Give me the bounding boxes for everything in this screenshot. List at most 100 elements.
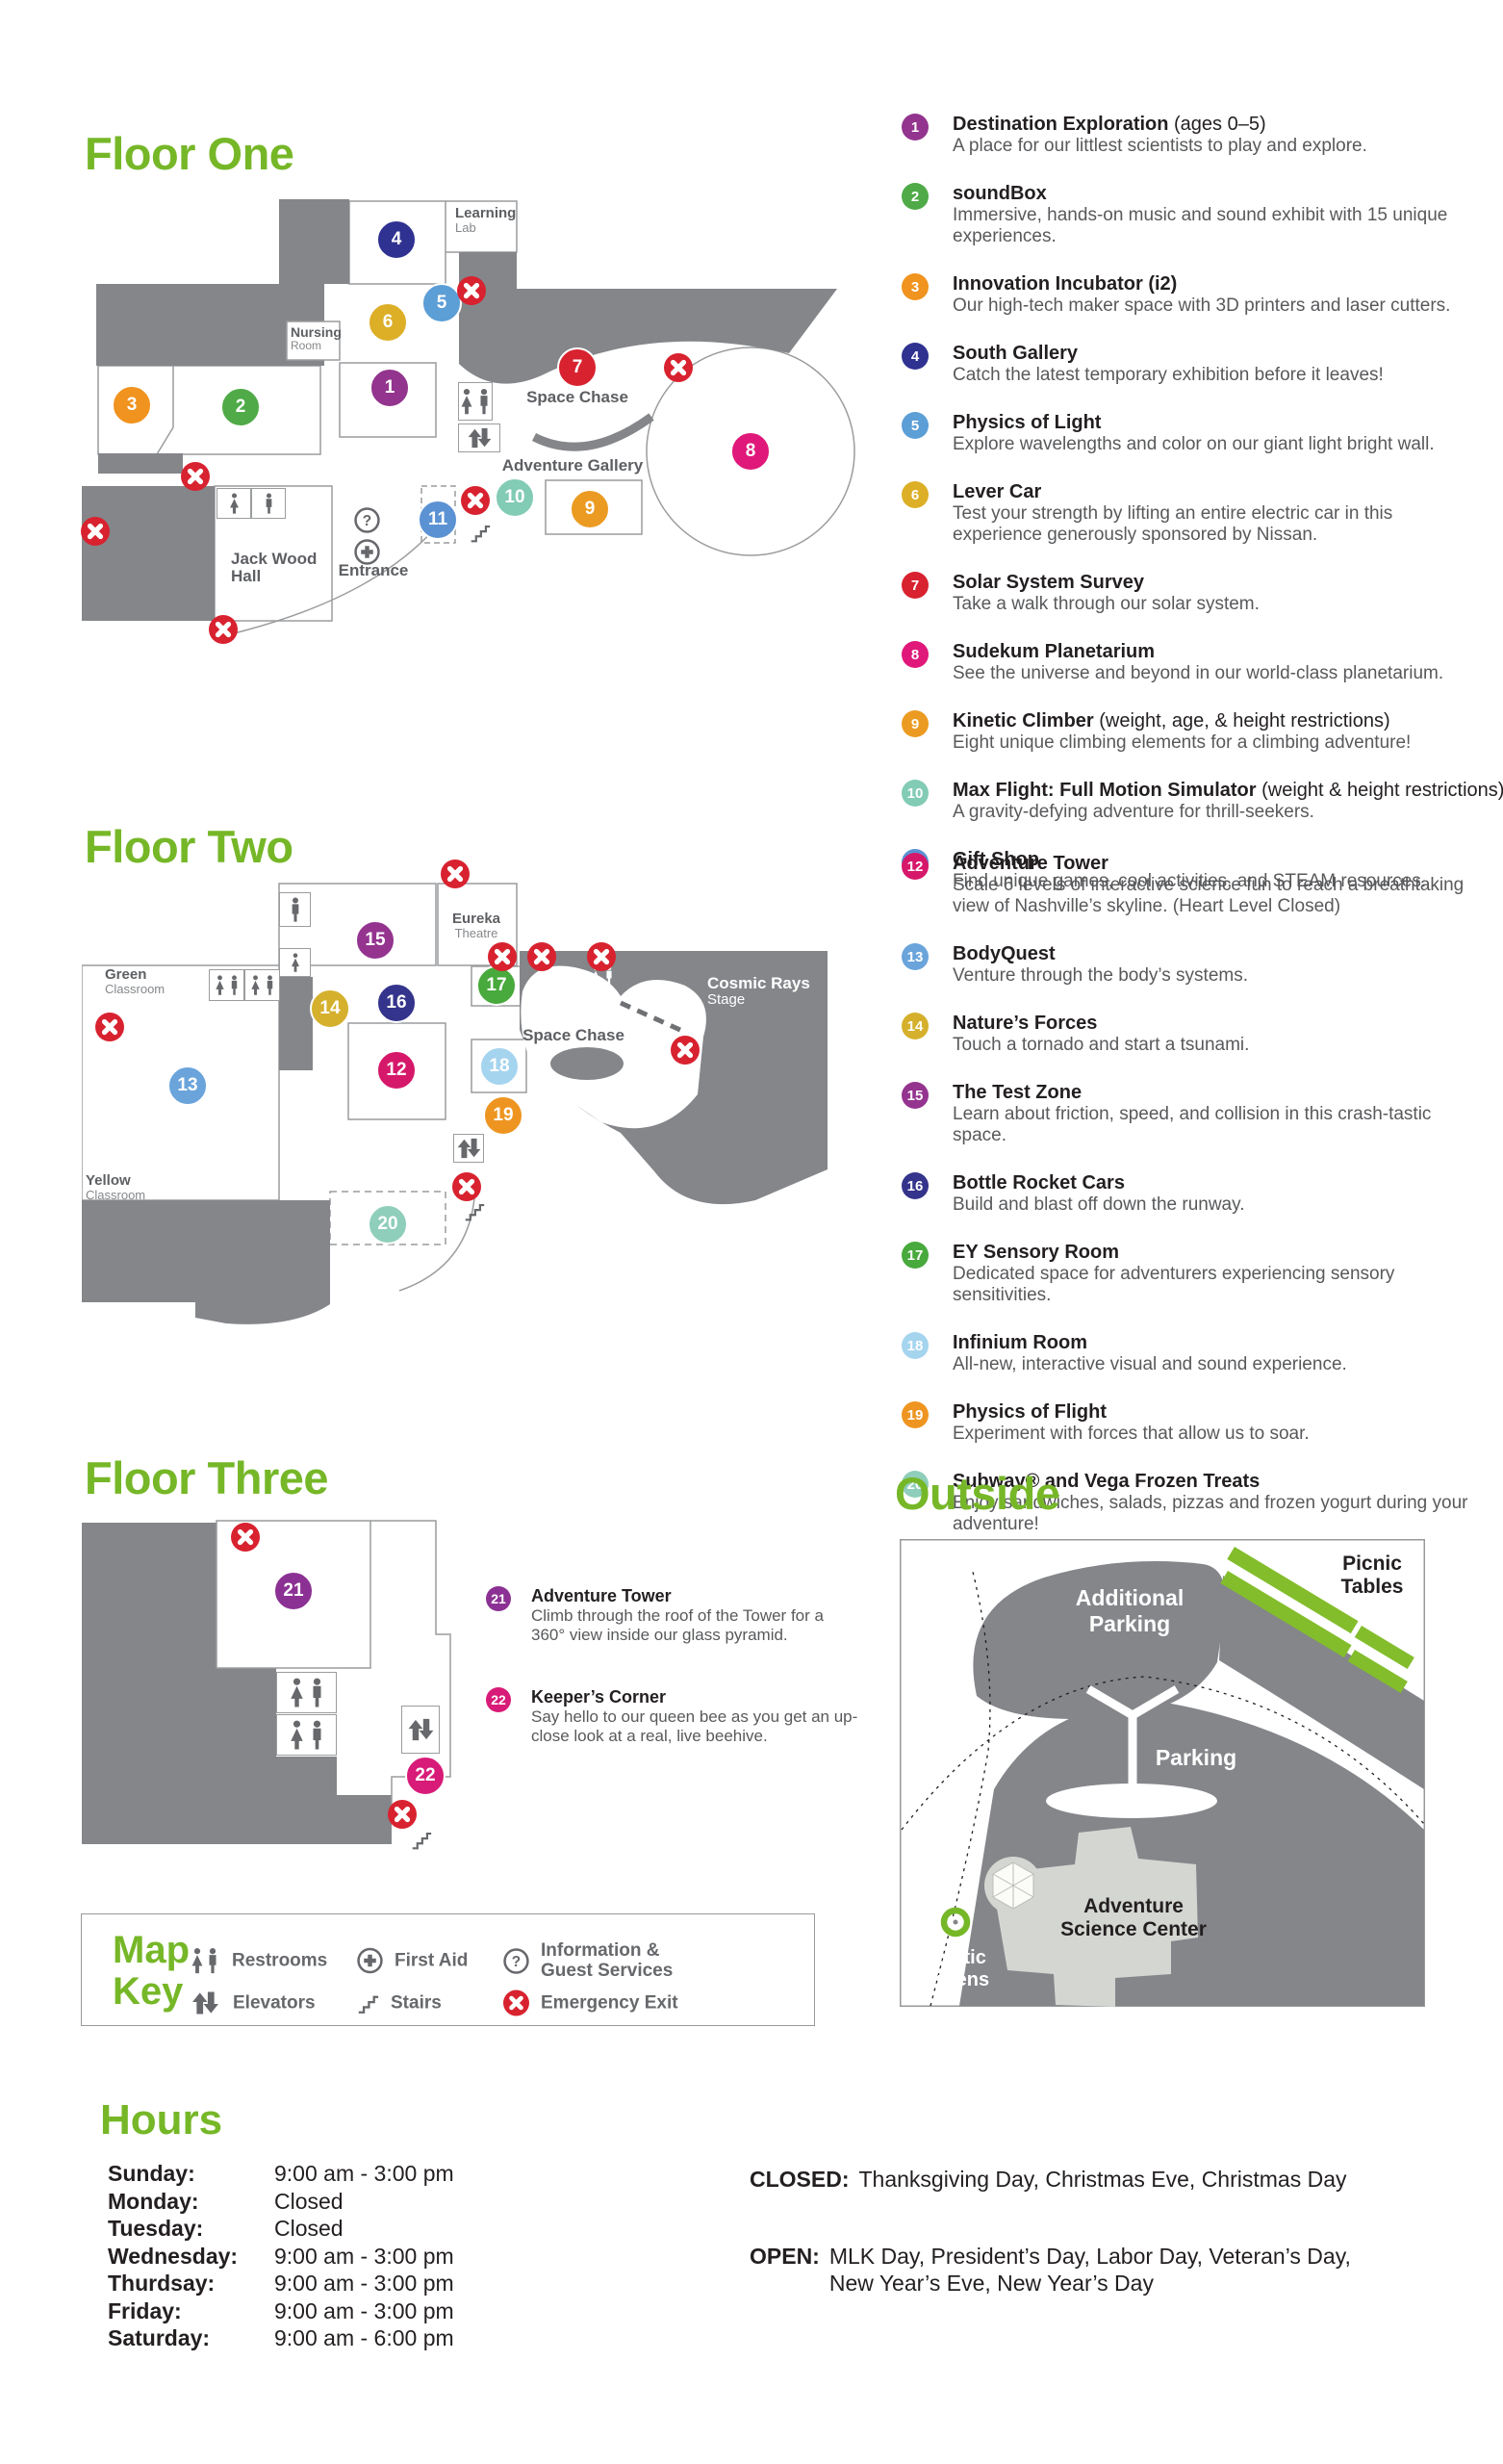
map-marker-3: 3 <box>112 385 152 425</box>
hours-title: Hours <box>100 2096 223 2143</box>
legend-title-15: The Test Zone <box>953 1082 1083 1103</box>
legend-marker-14: 14 <box>902 1013 929 1040</box>
legend-desc-13: Venture through the body’s systems. <box>953 965 1248 986</box>
legend-text-9: Kinetic Climber (weight, age, & height r… <box>953 710 1411 754</box>
first-aid-icon <box>357 1947 383 1974</box>
restroom-men-icon <box>279 892 311 927</box>
map-key-label: Stairs <box>391 1992 442 2014</box>
legend-marker-3: 3 <box>902 273 929 300</box>
science-center-label: Adventure Science Center <box>1060 1895 1207 1941</box>
legend-title-6: Lever Car <box>953 481 1042 502</box>
emergency-exit-icon <box>503 1989 529 2016</box>
legend-title-3: Innovation Incubator (i2) <box>953 273 1178 295</box>
legend-marker-6: 6 <box>902 481 929 508</box>
legend-marker-19: 19 <box>902 1401 929 1428</box>
restrooms-icon <box>276 1672 337 1713</box>
map-marker-4: 4 <box>376 219 417 260</box>
map-key-label: Restrooms <box>232 1950 328 1971</box>
emergency-exit-icon <box>671 1036 700 1065</box>
legend-title-7: Solar System Survey <box>953 572 1144 593</box>
restroom-men-icon <box>251 488 286 519</box>
legend-desc-15: Learn about friction, speed, and collisi… <box>953 1104 1432 1145</box>
legend-title-13: BodyQuest <box>953 943 1056 964</box>
legend-marker-18: 18 <box>902 1332 929 1359</box>
legend-desc-10: A gravity-defying adventure for thrill-s… <box>953 802 1314 822</box>
elevator-icon <box>458 424 500 452</box>
map-label: Space Chase <box>526 388 628 406</box>
legend-desc-18: All-new, interactive visual and sound ex… <box>953 1354 1347 1374</box>
map-marker-8: 8 <box>730 431 771 472</box>
legend-desc-21: Climb through the roof of the Tower for … <box>531 1606 824 1644</box>
map-key-item-stairs: Stairs <box>357 1992 442 2015</box>
closed-label: CLOSED: <box>750 2167 850 2192</box>
information-icon: ? <box>354 507 380 533</box>
map-marker-21: 21 <box>273 1571 314 1611</box>
map-key-item-elevators: Elevators <box>190 1991 316 2015</box>
legend-marker-8: 8 <box>902 641 929 668</box>
legend-desc-22: Say hello to our queen bee as you get an… <box>531 1707 858 1745</box>
elevator-icon <box>453 1134 484 1163</box>
legend-title-9: Kinetic Climber (weight, age, & height r… <box>953 710 1390 732</box>
legend-marker-13: 13 <box>902 943 929 970</box>
legend-title-14: Nature’s Forces <box>953 1013 1098 1034</box>
map-key-item-restrooms: Restrooms <box>190 1948 327 1974</box>
parking-label: Parking <box>1155 1745 1237 1770</box>
hours-time: 9:00 am - 3:00 pm <box>274 2271 454 2296</box>
restrooms-icon <box>209 969 244 1001</box>
emergency-exit-icon <box>457 276 486 305</box>
map-marker-16: 16 <box>376 983 417 1023</box>
floor-three-title: Floor Three <box>85 1452 329 1503</box>
map-key-item-information: ? Information & Guest Services <box>503 1940 673 1981</box>
legend-marker-7: 7 <box>902 572 929 599</box>
emergency-exit-icon <box>209 615 238 644</box>
legend-title-16: Bottle Rocket Cars <box>953 1172 1125 1194</box>
emergency-exit-icon <box>587 942 616 971</box>
legend-desc-12: Scale 6 levels of interactive science fu… <box>953 875 1465 916</box>
legend-desc-16: Build and blast off down the runway. <box>953 1194 1245 1215</box>
legend-title-21: Adventure Tower <box>531 1586 672 1605</box>
map-key-label: Emergency Exit <box>541 1992 678 2014</box>
emergency-exit-icon <box>81 517 110 546</box>
legend-title-4: South Gallery <box>953 343 1079 364</box>
map-marker-1: 1 <box>369 368 410 408</box>
map-key-item-first-aid: First Aid <box>357 1947 469 1974</box>
legend-desc-14: Touch a tornado and start a tsunami. <box>953 1035 1250 1055</box>
legend-desc-4: Catch the latest temporary exhibition be… <box>953 365 1384 385</box>
information-icon: ? <box>503 1947 529 1974</box>
map-label: Entrance <box>338 561 409 579</box>
map-marker-11: 11 <box>418 500 458 540</box>
picnic-tables-label: Picnic Tables <box>1340 1553 1404 1599</box>
legend-title-5: Physics of Light <box>953 412 1102 433</box>
map-key-label: First Aid <box>395 1950 469 1971</box>
restroom-women-icon <box>217 488 251 519</box>
hours-day: Sunday: <box>108 2161 195 2186</box>
map-marker-2: 2 <box>220 387 261 427</box>
hours-time: Closed <box>274 2188 344 2214</box>
map-label: Space Chase <box>522 1026 624 1044</box>
legend-desc-8: See the universe and beyond in our world… <box>953 663 1444 683</box>
map-key-label: Information & Guest Services <box>541 1940 674 1981</box>
legend-title-12: Adventure Tower <box>953 853 1108 874</box>
hours-time: 9:00 am - 6:00 pm <box>274 2325 454 2350</box>
legend-title-2: soundBox <box>953 183 1047 204</box>
map-marker-9: 9 <box>570 489 610 529</box>
